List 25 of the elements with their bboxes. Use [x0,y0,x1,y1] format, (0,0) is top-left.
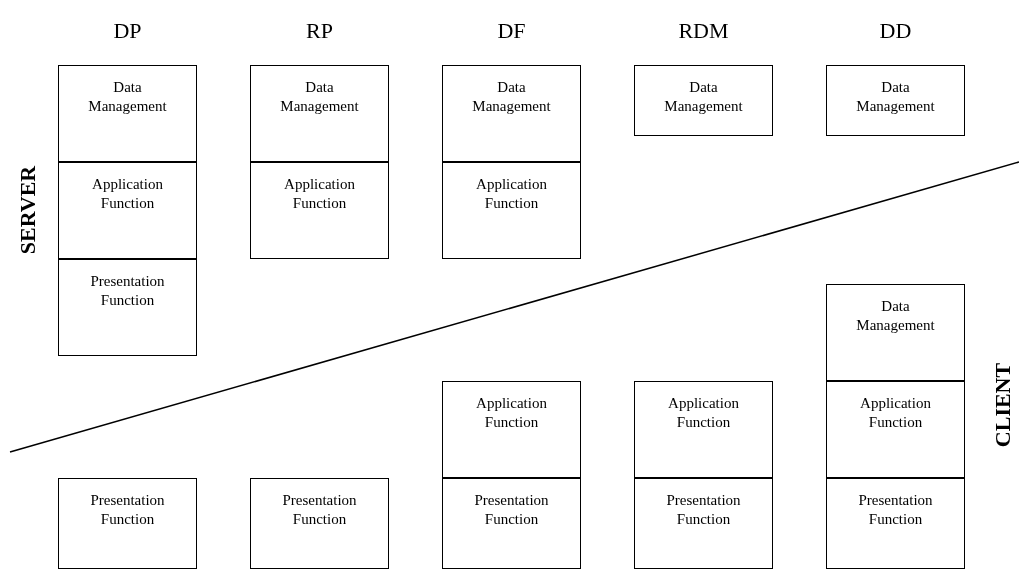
box-label: Data Management [663,78,744,116]
box-label: Presentation Function [857,491,934,529]
box-label: Presentation Function [89,491,166,529]
box-label: Presentation Function [665,491,742,529]
box-label: Data Management [855,297,936,335]
box-label: Data Management [471,78,552,116]
box-label: Application Function [91,175,164,213]
box-label: Application Function [475,175,548,213]
box-label: Data Management [279,78,360,116]
column-heading: RDM [677,18,730,44]
column-heading: DD [878,18,913,44]
box-label: Application Function [475,394,548,432]
box-label: Application Function [859,394,932,432]
column-heading: RP [305,18,334,44]
column-heading: DF [496,18,527,44]
box-label: Data Management [87,78,168,116]
side-label: CLIENT [990,362,1017,448]
box-label: Presentation Function [473,491,550,529]
box-label: Presentation Function [281,491,358,529]
box-label: Application Function [667,394,740,432]
box-label: Presentation Function [89,272,166,310]
column-heading: DP [112,18,143,44]
side-label: SERVER [15,165,42,255]
box-label: Data Management [855,78,936,116]
box-label: Application Function [283,175,356,213]
